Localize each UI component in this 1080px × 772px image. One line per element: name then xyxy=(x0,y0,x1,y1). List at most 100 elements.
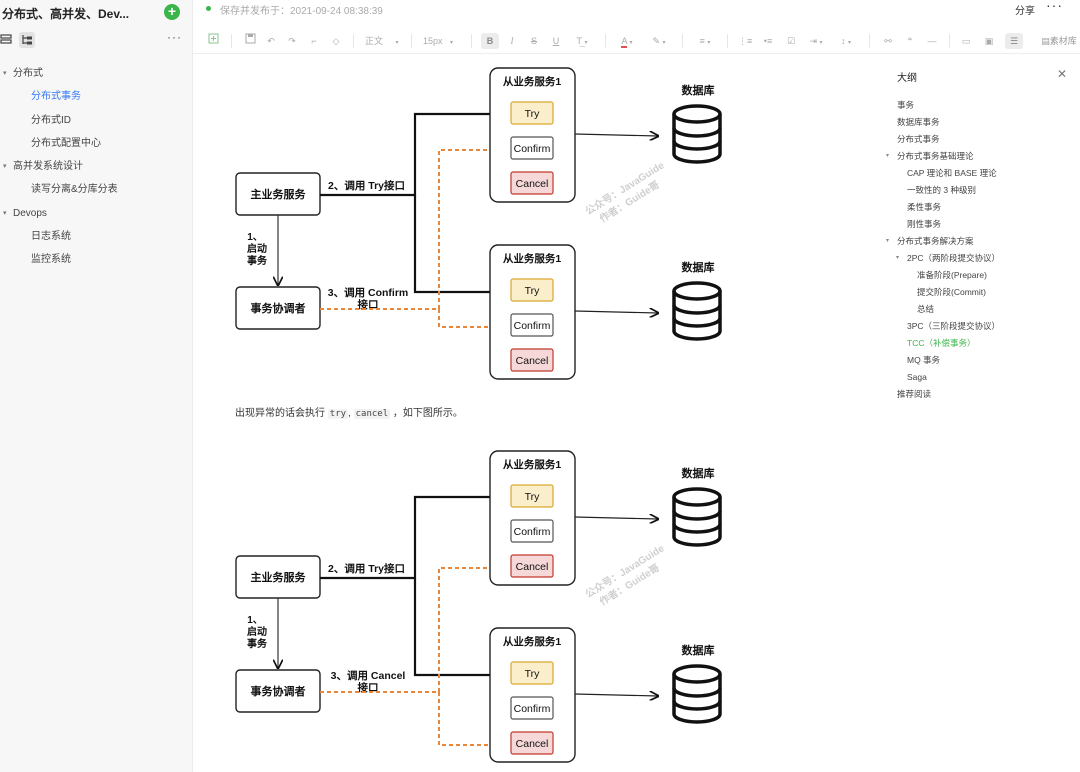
format-painter-icon[interactable]: ⌐ xyxy=(311,36,317,46)
outline-item[interactable]: ▾分布式事务解决方案 xyxy=(883,233,1080,250)
orange-call-arrow xyxy=(438,150,509,309)
outline-item[interactable]: 刚性事务 xyxy=(883,216,1080,233)
chevron-down-icon[interactable]: ▾ xyxy=(3,209,7,217)
toolbar-divider xyxy=(411,34,412,48)
outline-item[interactable]: 提交阶段(Commit) xyxy=(883,284,1080,301)
image-icon[interactable]: ▣ xyxy=(984,36,994,46)
notebook-title[interactable]: 分布式、高并发、Dev... xyxy=(2,7,130,21)
outline-item[interactable]: 事务 xyxy=(883,97,1080,114)
try-box xyxy=(510,484,554,508)
tree-item-label: 高并发系统设计 xyxy=(13,161,83,173)
insert-block-icon[interactable] xyxy=(207,33,221,49)
chevron-down-icon[interactable]: ▾ xyxy=(896,255,900,261)
outline-item-label: 总结 xyxy=(917,304,935,314)
task-list-icon[interactable]: ☑ xyxy=(786,36,796,46)
outline-item[interactable]: 总结 xyxy=(883,301,1080,318)
database-icon xyxy=(672,140,722,151)
share-button[interactable]: 分享 xyxy=(1015,6,1035,17)
link-icon[interactable]: ⚯ xyxy=(884,36,892,46)
orange-call-arrow xyxy=(438,309,509,327)
tree-item[interactable]: ▾ 高并发系统设计 xyxy=(0,155,193,178)
outline-item[interactable]: 柔性事务 xyxy=(883,199,1080,216)
font-size-select[interactable]: 15px ▾ xyxy=(423,33,463,49)
outline-item-label: 推荐阅读 xyxy=(897,389,932,399)
tree-item[interactable]: 分布式ID xyxy=(0,109,193,132)
outline-item[interactable]: Saga xyxy=(883,369,1080,386)
cancel-box xyxy=(510,348,554,372)
outline-item[interactable]: MQ 事务 xyxy=(883,352,1080,369)
outline-item[interactable]: 推荐阅读 xyxy=(883,386,1080,403)
tree-item[interactable]: 分布式事务 xyxy=(0,85,193,108)
outline-item[interactable]: ▾分布式事务基础理论 xyxy=(883,148,1080,165)
main-service-label: 主业务服务 xyxy=(251,570,307,584)
doc-icon[interactable]: ▭ xyxy=(961,36,971,46)
outline-item[interactable]: 分布式事务 xyxy=(883,131,1080,148)
paragraph-text: ，如下图所示。 xyxy=(392,408,463,419)
material-library-button[interactable]: ▤素材库 xyxy=(1041,36,1077,46)
database-icon xyxy=(672,510,722,521)
outline-item[interactable]: 3PC（三阶段提交协议） xyxy=(883,318,1080,335)
toolbar-divider xyxy=(353,34,354,48)
outline-item-label: CAP 理论和 BASE 理论 xyxy=(907,168,997,178)
outline-item[interactable]: ▾2PC（两阶段提交协议） xyxy=(883,250,1080,267)
undo-icon[interactable]: ↶ xyxy=(267,36,275,46)
db-arrow xyxy=(574,694,658,696)
outline-item[interactable]: 准备阶段(Prepare) xyxy=(883,267,1080,284)
chevron-down-icon[interactable]: ▾ xyxy=(886,238,890,244)
cancel-box xyxy=(510,171,554,195)
step2-label: 2、调用 Try接口 xyxy=(328,562,405,575)
tree-item[interactable]: 监控系统 xyxy=(0,248,193,271)
align-icon[interactable]: ≡ ▾ xyxy=(699,36,711,46)
underline-icon[interactable]: U xyxy=(552,36,560,46)
outline-item-label: 事务 xyxy=(897,100,915,110)
tree-view-icon[interactable] xyxy=(19,32,35,48)
bullet-list-icon[interactable]: •≡ xyxy=(763,36,773,46)
indent-icon[interactable]: ⇥ ▾ xyxy=(809,36,823,46)
chevron-down-icon[interactable]: ▾ xyxy=(3,70,7,77)
tree-item-label: 分布式事务 xyxy=(31,91,81,103)
outline-item[interactable]: 一致性的 3 种级别 xyxy=(883,182,1080,199)
italic-icon[interactable]: I xyxy=(510,36,514,46)
chevron-down-icon[interactable]: ▾ xyxy=(886,153,890,159)
highlight-icon[interactable]: ✎ ▾ xyxy=(652,36,666,46)
tree-item[interactable]: 分布式配置中心 xyxy=(0,132,193,155)
outline-item-label: 数据库事务 xyxy=(897,117,940,127)
ordered-list-icon[interactable]: ⋮≡ xyxy=(738,36,753,46)
chevron-down-icon[interactable]: ▾ xyxy=(3,163,7,171)
strikethrough-icon[interactable]: S xyxy=(530,36,537,46)
toolbar-divider xyxy=(471,34,472,48)
tree-item[interactable]: 读写分离&分库分表 xyxy=(0,178,193,201)
confirm-label: Confirm xyxy=(514,320,551,332)
tree-item[interactable]: ▾Devops xyxy=(0,202,193,225)
paragraph-text: 出现异常的话会执行 xyxy=(235,408,325,419)
outline-item[interactable]: TCC（补偿事务） xyxy=(883,335,1080,352)
step1-label: 1、 xyxy=(247,615,263,626)
tree-item[interactable]: 日志系统 xyxy=(0,225,193,248)
clear-format-icon[interactable]: ◇ xyxy=(332,36,340,46)
more-text-format-icon[interactable]: T͢ ▾ xyxy=(576,36,588,46)
redo-icon[interactable]: ↷ xyxy=(288,36,296,46)
tree-item-label: 读写分离&分库分表 xyxy=(31,184,118,196)
outline-item-label: Saga xyxy=(907,372,927,382)
quote-icon[interactable]: “ xyxy=(907,36,913,46)
line-height-icon[interactable]: ↕ ▾ xyxy=(840,36,852,46)
database-icon xyxy=(672,700,722,711)
close-icon[interactable]: ✕ xyxy=(1057,67,1068,81)
add-icon[interactable]: + xyxy=(164,4,180,20)
save-icon[interactable] xyxy=(243,33,257,49)
divider-line-icon[interactable]: — xyxy=(927,36,937,46)
more-icon[interactable]: ··· xyxy=(1046,0,1063,13)
font-color-icon[interactable]: A ▾ xyxy=(621,36,633,48)
outline-item[interactable]: 数据库事务 xyxy=(883,114,1080,131)
bold-icon[interactable]: B xyxy=(481,33,499,49)
confirm-label: Confirm xyxy=(514,526,551,538)
list-view-icon[interactable] xyxy=(0,32,16,48)
outline-item[interactable]: CAP 理论和 BASE 理论 xyxy=(883,165,1080,182)
sidebar-more-icon[interactable]: ··· xyxy=(167,30,182,44)
tree-item[interactable]: ▾分布式 xyxy=(0,62,193,85)
paragraph-style-select[interactable]: 正文 ▾ xyxy=(365,33,405,49)
saved-status-dot xyxy=(206,6,211,11)
outline-toggle-icon[interactable]: ☰ xyxy=(1005,33,1023,49)
